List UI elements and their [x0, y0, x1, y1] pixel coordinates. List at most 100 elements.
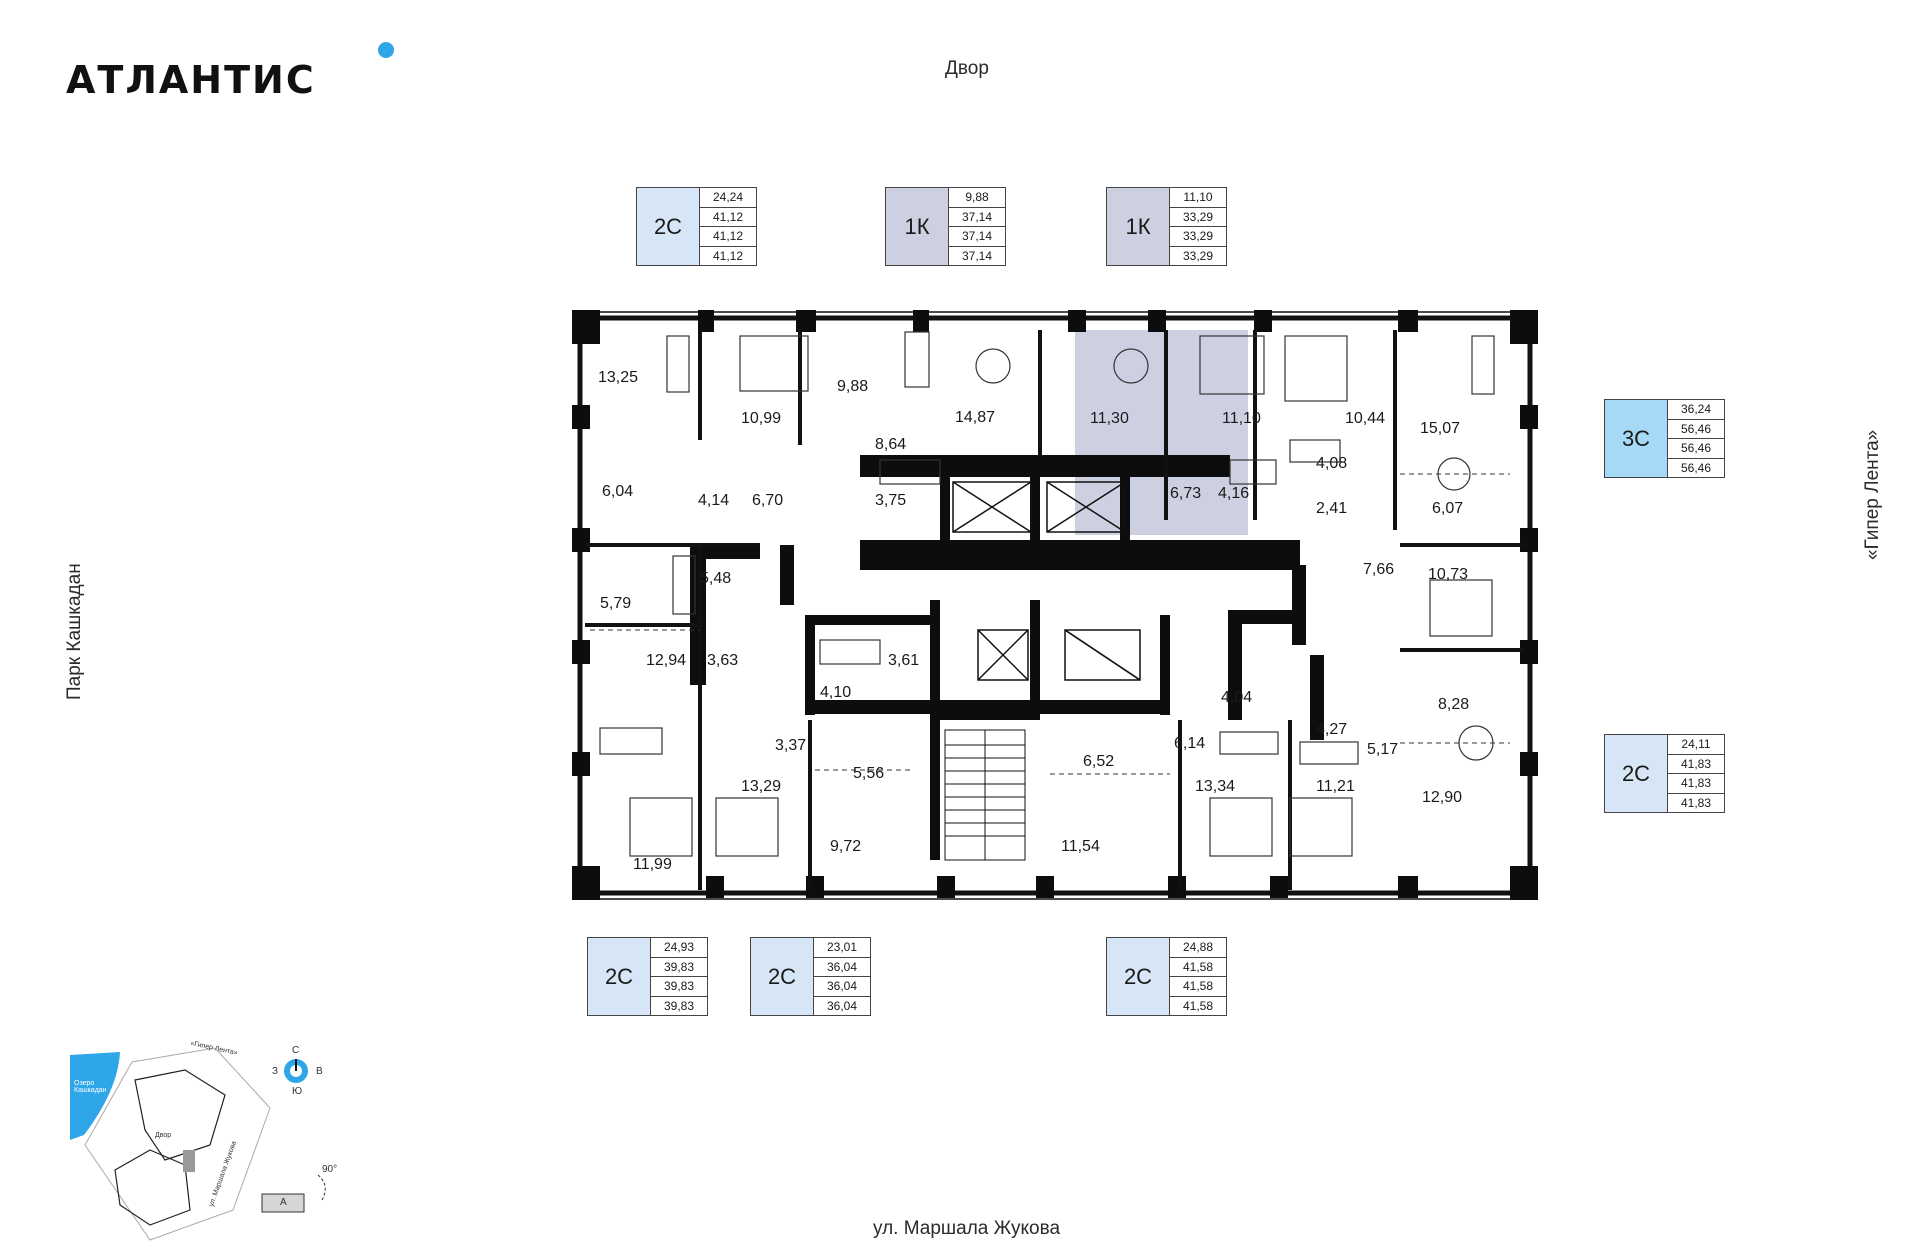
unit-area-value: 37,14 — [961, 248, 993, 263]
room-area: 4,10 — [820, 684, 852, 701]
unit-area-value: 24,24 — [700, 188, 756, 208]
room-area: 7,66 — [1363, 561, 1395, 578]
unit-area-value: 24,11 — [1668, 735, 1724, 755]
unit-type-code: 2С — [751, 938, 814, 1015]
room-area: 4,14 — [698, 492, 730, 509]
lake-shape — [70, 1052, 120, 1140]
unit-area-value: 39,83 — [651, 977, 707, 997]
unit-area-value: 41,83 — [1668, 755, 1724, 774]
unit-area-value: 33,29 — [1170, 208, 1226, 227]
unit-type-code: 2С — [637, 188, 700, 265]
room-area: 12,94 — [646, 652, 687, 669]
unit-area-value: 41,83 — [1668, 774, 1724, 794]
room-area: 6,04 — [602, 483, 634, 500]
unit-area-value: 41,12 — [700, 208, 756, 227]
room-area: 13,25 — [598, 369, 639, 386]
unit-area-value: 36,04 — [814, 958, 870, 977]
section-label: А — [280, 1197, 287, 1208]
rotation-label: 90° — [322, 1164, 338, 1175]
compass-w: З — [272, 1066, 279, 1077]
unit-area-value: 41,83 — [1680, 795, 1712, 810]
room-area: 9,72 — [830, 838, 862, 855]
unit-area-value: 33,29 — [1182, 248, 1214, 263]
room-area: 6,70 — [752, 492, 784, 509]
label-top: Двор — [945, 58, 989, 79]
unit-area-value: 39,83 — [651, 958, 707, 977]
unit-type-code: 1К — [1107, 188, 1170, 265]
room-area: 3,61 — [888, 652, 920, 669]
room-area: 3,75 — [875, 492, 907, 509]
logo-dot-icon — [378, 42, 394, 58]
unit-type-code: 3С — [1605, 400, 1668, 477]
room-area: 15,07 — [1420, 420, 1461, 437]
highlighted-unit — [1075, 330, 1248, 535]
room-area: 11,21 — [1316, 778, 1355, 795]
unit-area-value: 37,14 — [949, 208, 1005, 227]
unit-area-value: 41,58 — [1170, 958, 1226, 977]
unit-area-value: 41,58 — [1170, 977, 1226, 997]
room-area: 13,34 — [1195, 778, 1236, 795]
room-area: 5,17 — [1367, 741, 1399, 758]
room-area: 8,64 — [875, 436, 907, 453]
room-area: 6,07 — [1432, 500, 1464, 517]
compass-s: Ю — [292, 1086, 303, 1097]
room-area: 6,73 — [1170, 485, 1202, 502]
unit-type-code: 2С — [1107, 938, 1170, 1015]
unit-area-value: 56,46 — [1680, 460, 1712, 475]
unit-area-value: 24,88 — [1170, 938, 1226, 958]
unit-area-value: 37,14 — [949, 227, 1005, 247]
room-area: 10,44 — [1345, 410, 1386, 427]
room-area: 8,28 — [1438, 696, 1470, 713]
unit-area-value: 9,88 — [949, 188, 1005, 208]
unit-area-value: 56,46 — [1668, 420, 1724, 439]
room-area: 11,30 — [1090, 410, 1129, 427]
room-area: 2,41 — [1316, 500, 1348, 517]
room-area: 14,87 — [955, 409, 996, 426]
unit-area-value: 23,01 — [814, 938, 870, 958]
unit-area-value: 41,12 — [700, 227, 756, 247]
unit-area-value: 56,46 — [1668, 439, 1724, 459]
room-area: 4,16 — [1218, 485, 1250, 502]
unit-area-value: 33,29 — [1170, 227, 1226, 247]
room-area: 5,79 — [600, 595, 632, 612]
unit-area-value: 24,93 — [651, 938, 707, 958]
unit-area-value: 36,04 — [826, 998, 858, 1013]
room-area: 3,63 — [707, 652, 739, 669]
minimap-lake-label: Озеро Кашкадан — [74, 1080, 107, 1094]
room-area: 4,04 — [1221, 689, 1253, 706]
minimap-yard: Двор — [155, 1132, 172, 1139]
room-area: 11,99 — [633, 856, 672, 873]
unit-area-value: 39,83 — [663, 998, 695, 1013]
room-area: 13,29 — [741, 778, 782, 795]
unit-area-value: 11,10 — [1170, 188, 1226, 208]
unit-area-value: 36,24 — [1668, 400, 1724, 420]
room-area: 9,88 — [837, 378, 869, 395]
room-area: 11,10 — [1222, 410, 1261, 427]
room-area: 6,14 — [1174, 735, 1206, 752]
compass-n: С — [292, 1045, 300, 1056]
unit-type-code: 2С — [588, 938, 651, 1015]
unit-area-value: 41,58 — [1182, 998, 1214, 1013]
unit-type-code: 1К — [886, 188, 949, 265]
room-area: 4,08 — [1316, 455, 1348, 472]
unit-area-value: 41,12 — [712, 248, 744, 263]
room-area: 11,54 — [1061, 838, 1100, 855]
room-area: 5,48 — [700, 570, 732, 587]
room-area: 3,37 — [775, 737, 807, 754]
